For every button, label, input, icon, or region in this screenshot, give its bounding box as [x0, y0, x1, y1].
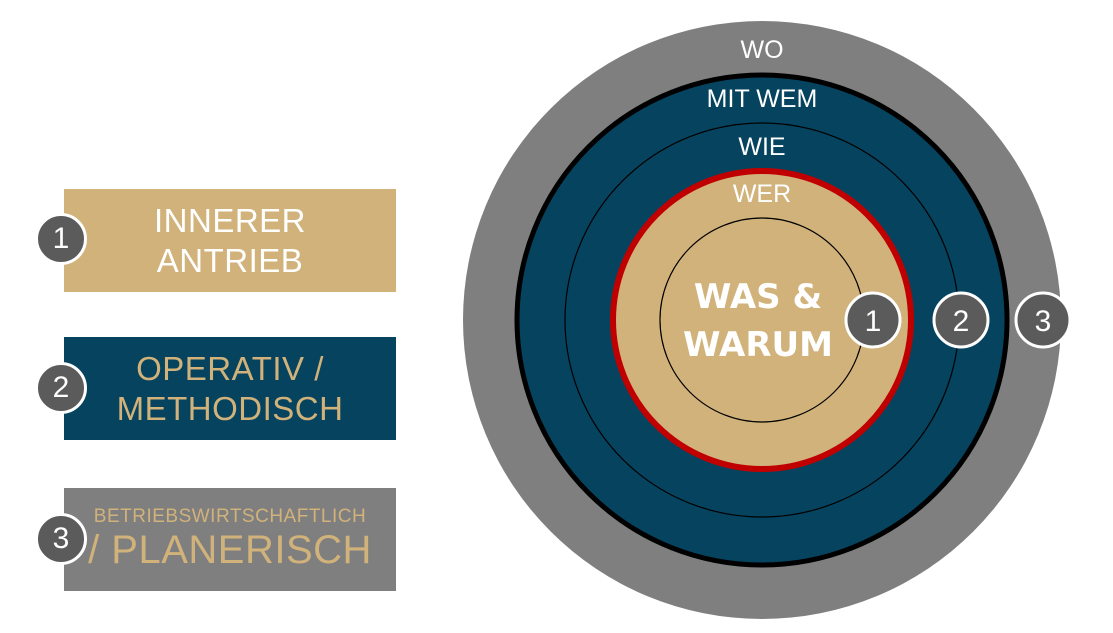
legend-box-operativ-methodisch: OPERATIV / METHODISCH: [64, 337, 396, 440]
legend-number-badge-3: 3: [35, 513, 87, 565]
core-label-line-1: WAS &: [694, 277, 822, 317]
core-label-line-2: WARUM: [683, 325, 833, 365]
legend-2-line-2: METHODISCH: [116, 389, 344, 427]
ring-label-wie: WIE: [738, 133, 785, 161]
legend-3-line-1: BETRIEBSWIRTSCHAFTLICH: [93, 506, 367, 528]
legend-2-line-1: OPERATIV /: [136, 349, 324, 387]
legend-1-line-1: INNERER: [153, 201, 307, 239]
ring-badge-1-number: 1: [865, 305, 882, 338]
ring-label-wer: WER: [733, 180, 791, 208]
ring-label-mit-wem: MIT WEM: [707, 85, 818, 113]
ring-wer: [610, 168, 914, 472]
ring-label-wo: WO: [740, 36, 783, 64]
legend-number-badge-1: 1: [35, 213, 87, 265]
ring-badge-3: 3: [1014, 291, 1072, 349]
ring-badge-3-number: 3: [1035, 305, 1052, 338]
legend-box-innerer-antrieb: INNERER ANTRIEB: [64, 189, 396, 292]
legend-number-badge-2: 2: [35, 362, 87, 414]
ring-badge-2-number: 2: [953, 305, 970, 338]
ring-badge-1: 1: [844, 291, 902, 349]
ring-badge-2: 2: [932, 291, 990, 349]
legend-3-line-2: / PLANERISCH: [88, 527, 372, 572]
legend-box-betriebswirtschaftlich-planerisch: BETRIEBSWIRTSCHAFTLICH / PLANERISCH: [64, 488, 396, 591]
legend-1-line-2: ANTRIEB: [156, 241, 304, 279]
